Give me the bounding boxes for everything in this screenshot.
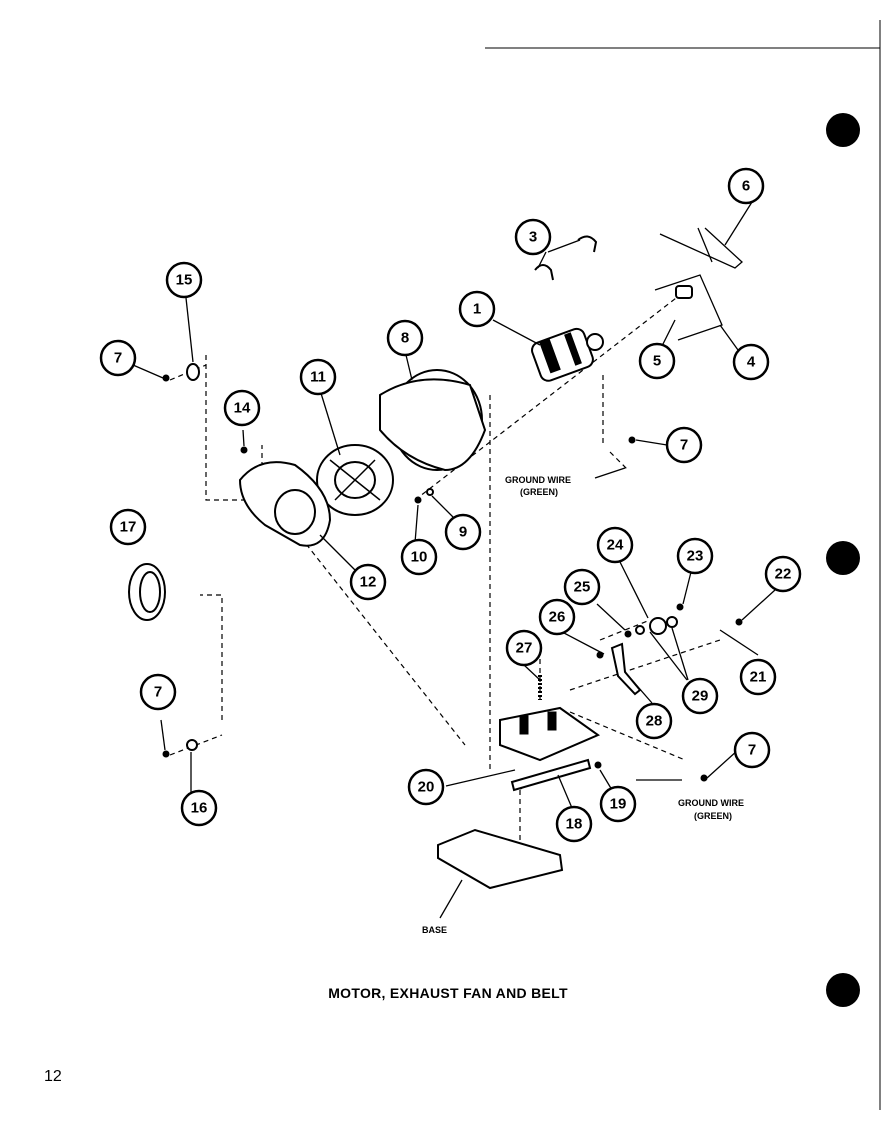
binder-hole-bottom	[826, 973, 860, 1007]
base-part	[437, 828, 564, 890]
svg-text:15: 15	[176, 272, 193, 289]
callout-15: 15	[165, 261, 203, 299]
svg-text:10: 10	[411, 549, 428, 566]
callout-17: 17	[109, 508, 147, 546]
callout-14: 14	[223, 389, 261, 427]
callout-10: 10	[400, 538, 438, 576]
ground-wire-label-lower: GROUND WIRE	[678, 798, 744, 808]
leader-lines	[132, 201, 776, 919]
svg-text:28: 28	[646, 713, 663, 730]
svg-text:9: 9	[459, 524, 467, 541]
binder-hole-top	[826, 113, 860, 147]
svg-text:11: 11	[310, 369, 326, 386]
base-label: BASE	[422, 925, 447, 935]
svg-text:21: 21	[750, 669, 767, 686]
callout-18: 18	[555, 805, 593, 843]
callout-7-bottom-left: 7	[139, 673, 177, 711]
svg-text:7: 7	[154, 684, 162, 701]
diagram-title: MOTOR, EXHAUST FAN AND BELT	[328, 985, 568, 1001]
callout-29: 29	[681, 677, 719, 715]
callout-7-motor: 7	[665, 426, 703, 464]
page-number: 12	[44, 1068, 62, 1085]
callout-7-top-left: 7	[99, 339, 137, 377]
svg-text:7: 7	[114, 350, 122, 367]
callout-5: 5	[638, 342, 676, 380]
callout-22: 22	[764, 555, 802, 593]
fan-housing-plate	[238, 461, 332, 547]
binder-hole-middle	[826, 541, 860, 575]
motor-part	[531, 327, 604, 382]
callout-6: 6	[727, 167, 765, 205]
callout-16: 16	[180, 789, 218, 827]
callout-20: 20	[407, 768, 445, 806]
belt-part	[659, 227, 743, 269]
blower-housing	[379, 369, 487, 472]
callout-19: 19	[599, 785, 637, 823]
callout-21: 21	[739, 658, 777, 696]
callout-8: 8	[386, 319, 424, 357]
svg-text:18: 18	[566, 816, 583, 833]
callout-24: 24	[596, 526, 634, 564]
svg-text:26: 26	[549, 609, 566, 626]
svg-text:17: 17	[120, 519, 137, 536]
svg-text:7: 7	[680, 437, 688, 454]
svg-text:16: 16	[191, 800, 208, 817]
motor-mount	[499, 706, 601, 792]
callout-11: 11	[299, 358, 337, 396]
svg-text:6: 6	[742, 178, 750, 195]
ground-wire-label-upper: GROUND WIRE	[505, 475, 571, 485]
ground-wire-color-upper: (GREEN)	[520, 487, 558, 497]
svg-text:7: 7	[748, 742, 756, 759]
svg-text:20: 20	[418, 779, 435, 796]
svg-text:25: 25	[574, 579, 591, 596]
svg-text:5: 5	[653, 353, 661, 370]
svg-text:1: 1	[473, 301, 481, 318]
callout-12: 12	[349, 563, 387, 601]
svg-text:24: 24	[607, 537, 624, 554]
callout-9: 9	[444, 513, 482, 551]
callout-7-bottom-right: 7	[733, 731, 771, 769]
fasteners	[162, 363, 743, 790]
svg-text:23: 23	[687, 548, 704, 565]
svg-text:12: 12	[360, 574, 377, 591]
drum-ring	[128, 563, 166, 621]
svg-text:27: 27	[516, 640, 533, 657]
callout-1: 1	[458, 290, 496, 328]
callout-26: 26	[538, 598, 576, 636]
callout-3: 3	[514, 218, 552, 256]
callout-4: 4	[732, 343, 770, 381]
ground-wire-color-lower: (GREEN)	[694, 811, 732, 821]
clip-parts	[534, 235, 598, 281]
svg-text:22: 22	[775, 566, 792, 583]
callouts: 1 3 4 5 6 7 7 7 7 8 9 10 11 12 14 15 16 …	[99, 167, 802, 843]
svg-text:4: 4	[747, 354, 756, 371]
idler-bracket	[610, 642, 642, 696]
callout-27: 27	[505, 629, 543, 667]
svg-text:19: 19	[610, 796, 627, 813]
svg-text:3: 3	[529, 229, 537, 246]
svg-text:8: 8	[401, 330, 409, 347]
callout-28: 28	[635, 702, 673, 740]
svg-text:14: 14	[234, 400, 251, 417]
fan-wheel	[316, 444, 394, 516]
callout-23: 23	[676, 537, 714, 575]
callout-25: 25	[563, 568, 601, 606]
pulley-bracket	[654, 274, 723, 341]
svg-text:29: 29	[692, 688, 709, 705]
